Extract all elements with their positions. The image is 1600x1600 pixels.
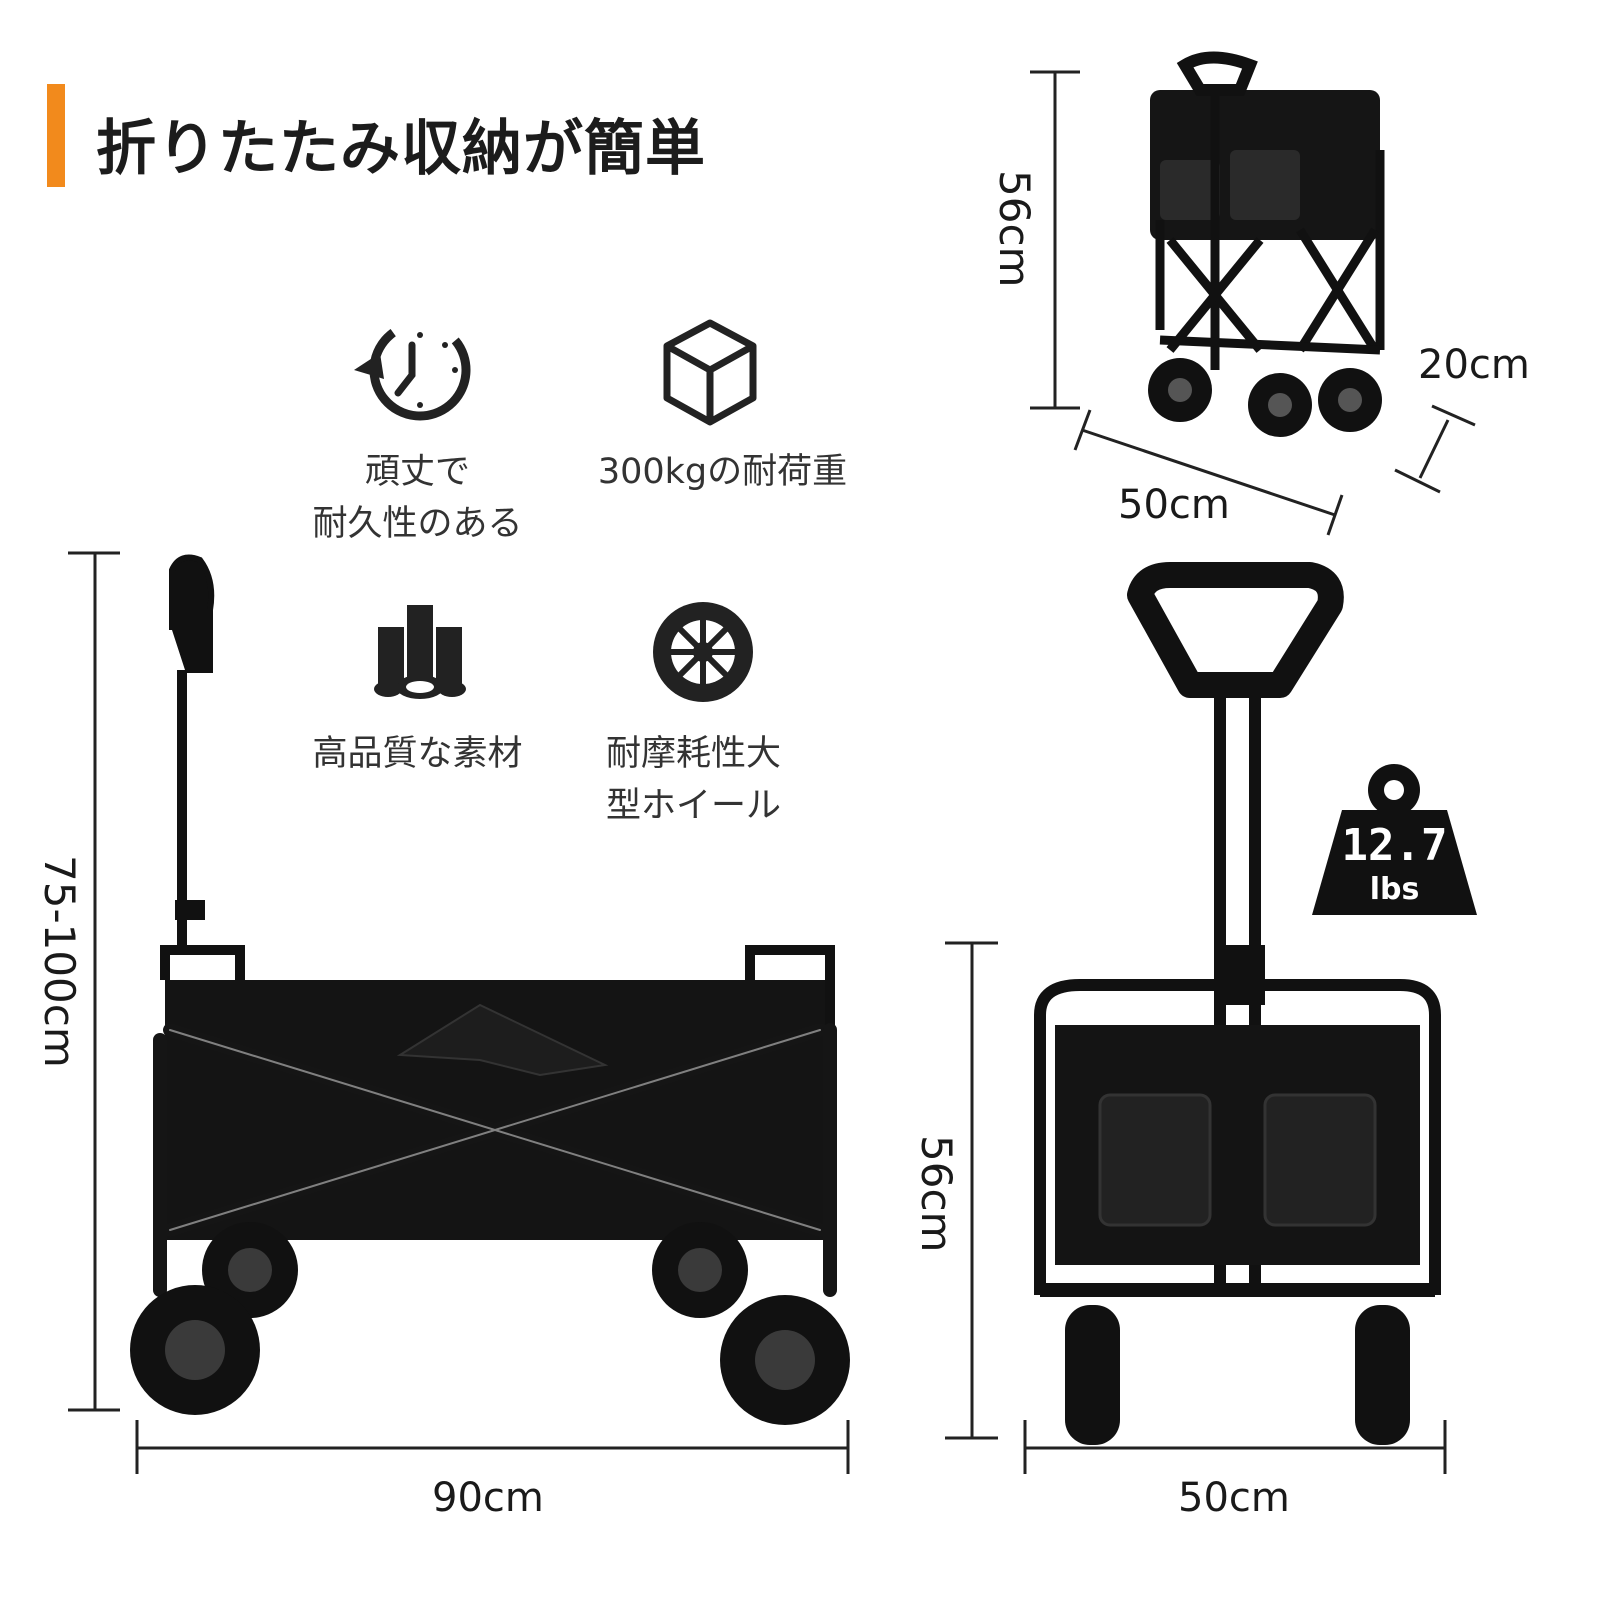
weight-value: 12.7 (1341, 820, 1448, 871)
page-title: 折りたたみ収納が簡単 (96, 114, 706, 184)
front-height-label: 56cm (912, 1135, 961, 1253)
feature-durable-label: 頑丈で 耐久性のある (300, 446, 535, 550)
wheel-icon (653, 602, 753, 702)
folded-depth-label: 20cm (1418, 342, 1530, 388)
side-wagon-image (130, 554, 850, 1425)
feature-load-line1: 300kgの耐荷重 (597, 452, 848, 492)
folded-height-label: 56cm (990, 170, 1039, 288)
folded-width-label: 50cm (1118, 482, 1230, 528)
feature-wheel-line1: 耐摩耗性大 (606, 734, 782, 774)
pipes-icon (374, 605, 466, 699)
side-length-label: 90cm (432, 1475, 544, 1521)
side-height-label: 75-100cm (35, 855, 84, 1068)
feature-load-label: 300kgの耐荷重 (590, 446, 855, 498)
clock-refresh-icon (354, 319, 471, 421)
cube-icon (663, 319, 757, 426)
front-wagon-image (1034, 562, 1441, 1445)
title-accent-bar (47, 84, 65, 187)
folded-wagon-image (1148, 51, 1385, 437)
weight-icon (1312, 764, 1477, 915)
front-width-label: 50cm (1178, 1475, 1290, 1521)
feature-wheel-line2: 型ホイール (606, 786, 782, 826)
weight-unit: lbs (1369, 872, 1420, 907)
feature-durable-line1: 頑丈で (364, 452, 470, 492)
feature-durable-line2: 耐久性のある (312, 504, 523, 544)
feature-wheel-label: 耐摩耗性大 型ホイール (606, 728, 806, 832)
feature-material-label: 高品質な素材 (300, 728, 535, 780)
feature-material-line1: 高品質な素材 (312, 734, 523, 774)
